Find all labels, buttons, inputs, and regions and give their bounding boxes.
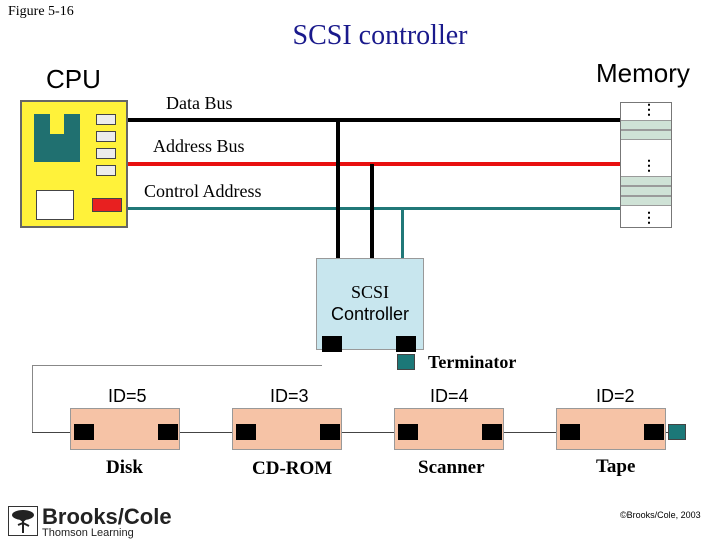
cpu-register [96, 114, 116, 125]
device-name: Tape [596, 456, 636, 477]
device-name: Scanner [418, 457, 485, 478]
copyright-notice: ©Brooks/Cole, 2003 [620, 510, 701, 520]
cpu-display [36, 190, 74, 220]
device-name: Disk [106, 457, 143, 478]
tape-terminator-block [668, 424, 686, 440]
memory-cell [621, 176, 671, 186]
memory-ellipsis: ⋮ [642, 101, 656, 117]
device-id: ID=3 [270, 386, 309, 406]
scsi-chain-line [32, 432, 668, 433]
device-name: CD-ROM [252, 458, 333, 479]
device-port [560, 424, 580, 440]
cpu-label: CPU [46, 64, 101, 94]
cpu-register [96, 148, 116, 159]
controller-port [396, 336, 416, 352]
device-id: ID=2 [596, 386, 635, 406]
device-port [74, 424, 94, 440]
controller-port [322, 336, 342, 352]
device-port [158, 424, 178, 440]
cpu-indicator [92, 198, 122, 212]
address-bus-tap [370, 164, 374, 258]
memory-ellipsis: ⋮ [642, 157, 656, 173]
scsi-controller: SCSI Controller [316, 258, 424, 350]
address-bus-label: Address Bus [153, 136, 245, 156]
publisher-subtitle: Thomson Learning [42, 527, 134, 539]
controller-label-line1: SCSI [350, 282, 390, 302]
address-bus-line [128, 162, 620, 166]
device-port [644, 424, 664, 440]
memory-cell [621, 196, 671, 206]
device-port [398, 424, 418, 440]
device-id: ID=4 [430, 386, 469, 406]
publisher-name: Brooks/Cole [42, 504, 172, 529]
terminator-block [397, 354, 415, 370]
control-bus-line [128, 207, 620, 210]
memory-cell [621, 186, 671, 196]
cpu-chip-notch [50, 114, 64, 134]
device-port [236, 424, 256, 440]
data-bus-line [128, 118, 620, 122]
data-bus-label: Data Bus [166, 93, 233, 113]
tree-logo-icon [8, 506, 38, 536]
controller-label-line2: Controller [330, 304, 410, 324]
control-bus-tap [401, 209, 404, 258]
device-port [482, 424, 502, 440]
device-id: ID=5 [108, 386, 147, 406]
scsi-cable [32, 365, 322, 366]
device-port [320, 424, 340, 440]
cpu-register [96, 131, 116, 142]
cpu-register [96, 165, 116, 176]
memory-label: Memory [596, 58, 690, 88]
figure-label: Figure 5-16 [8, 4, 74, 19]
control-bus-label: Control Address [144, 181, 262, 201]
scsi-cable [32, 365, 33, 432]
data-bus-tap [336, 120, 340, 258]
memory-cell [621, 120, 671, 130]
diagram-title: SCSI controller [292, 20, 468, 51]
memory-cell [621, 130, 671, 140]
terminator-label: Terminator [428, 352, 517, 372]
memory-ellipsis: ⋮ [642, 209, 656, 225]
